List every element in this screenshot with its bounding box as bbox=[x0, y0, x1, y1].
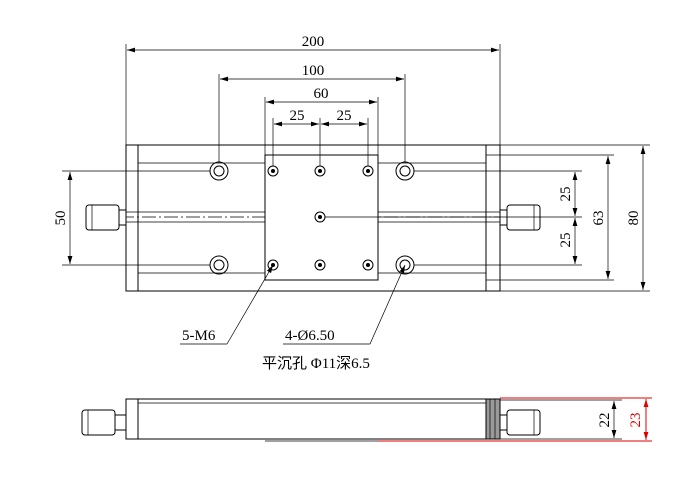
knob-right bbox=[506, 204, 541, 231]
dimension-60: 60 bbox=[264, 86, 379, 155]
dimension-label: 200 bbox=[302, 34, 325, 50]
side-view bbox=[81, 398, 541, 442]
dimension-25-vertical: 25 25 bbox=[325, 170, 582, 266]
dimension-22: 22 bbox=[500, 399, 622, 440]
dimension-63: 63 bbox=[486, 154, 614, 281]
tapped-hole bbox=[314, 259, 326, 271]
end-block-left bbox=[125, 144, 139, 292]
dimension-label: 80 bbox=[626, 211, 642, 226]
dimension-label: 25 bbox=[558, 233, 574, 248]
dimension-label: 23 bbox=[628, 413, 644, 428]
dimension-label: 50 bbox=[53, 211, 69, 226]
dimension-label: 100 bbox=[302, 63, 325, 79]
dimension-label: 25 bbox=[290, 108, 305, 124]
end-block-right bbox=[485, 144, 501, 292]
dimension-label: 63 bbox=[591, 211, 607, 226]
side-knob-right bbox=[506, 409, 541, 436]
dimension-label: 60 bbox=[314, 86, 329, 102]
side-body bbox=[137, 398, 487, 440]
callout-tapped-label: 5-M6 bbox=[182, 328, 216, 344]
top-view bbox=[85, 144, 541, 292]
callout-through-holes: 4-Ø6.50 平沉孔 Φ11深6.5 bbox=[262, 264, 406, 372]
callout-tapped-holes: 5-M6 bbox=[180, 264, 274, 345]
dimension-label: 25 bbox=[558, 187, 574, 202]
dimension-80: 80 bbox=[500, 144, 650, 292]
tapped-hole bbox=[362, 259, 374, 271]
dimension-23: 23 bbox=[378, 397, 652, 442]
dimension-200: 200 bbox=[125, 34, 501, 145]
knob-shaft-right bbox=[499, 209, 508, 226]
knob-shaft-left bbox=[118, 209, 127, 226]
dimension-label: 22 bbox=[597, 413, 613, 428]
callout-counterbore-label: 平沉孔 Φ11深6.5 bbox=[262, 355, 370, 372]
callout-through-label: 4-Ø6.50 bbox=[285, 328, 335, 344]
side-end-block-right bbox=[485, 398, 501, 440]
knob-left bbox=[85, 204, 120, 231]
dimension-100: 100 bbox=[218, 63, 406, 162]
dimension-25-pair: 25 25 bbox=[272, 108, 369, 166]
dimension-50: 50 bbox=[53, 170, 210, 266]
dimension-label: 25 bbox=[337, 108, 352, 124]
side-knob-left bbox=[81, 409, 116, 436]
side-end-block-left bbox=[125, 398, 139, 440]
